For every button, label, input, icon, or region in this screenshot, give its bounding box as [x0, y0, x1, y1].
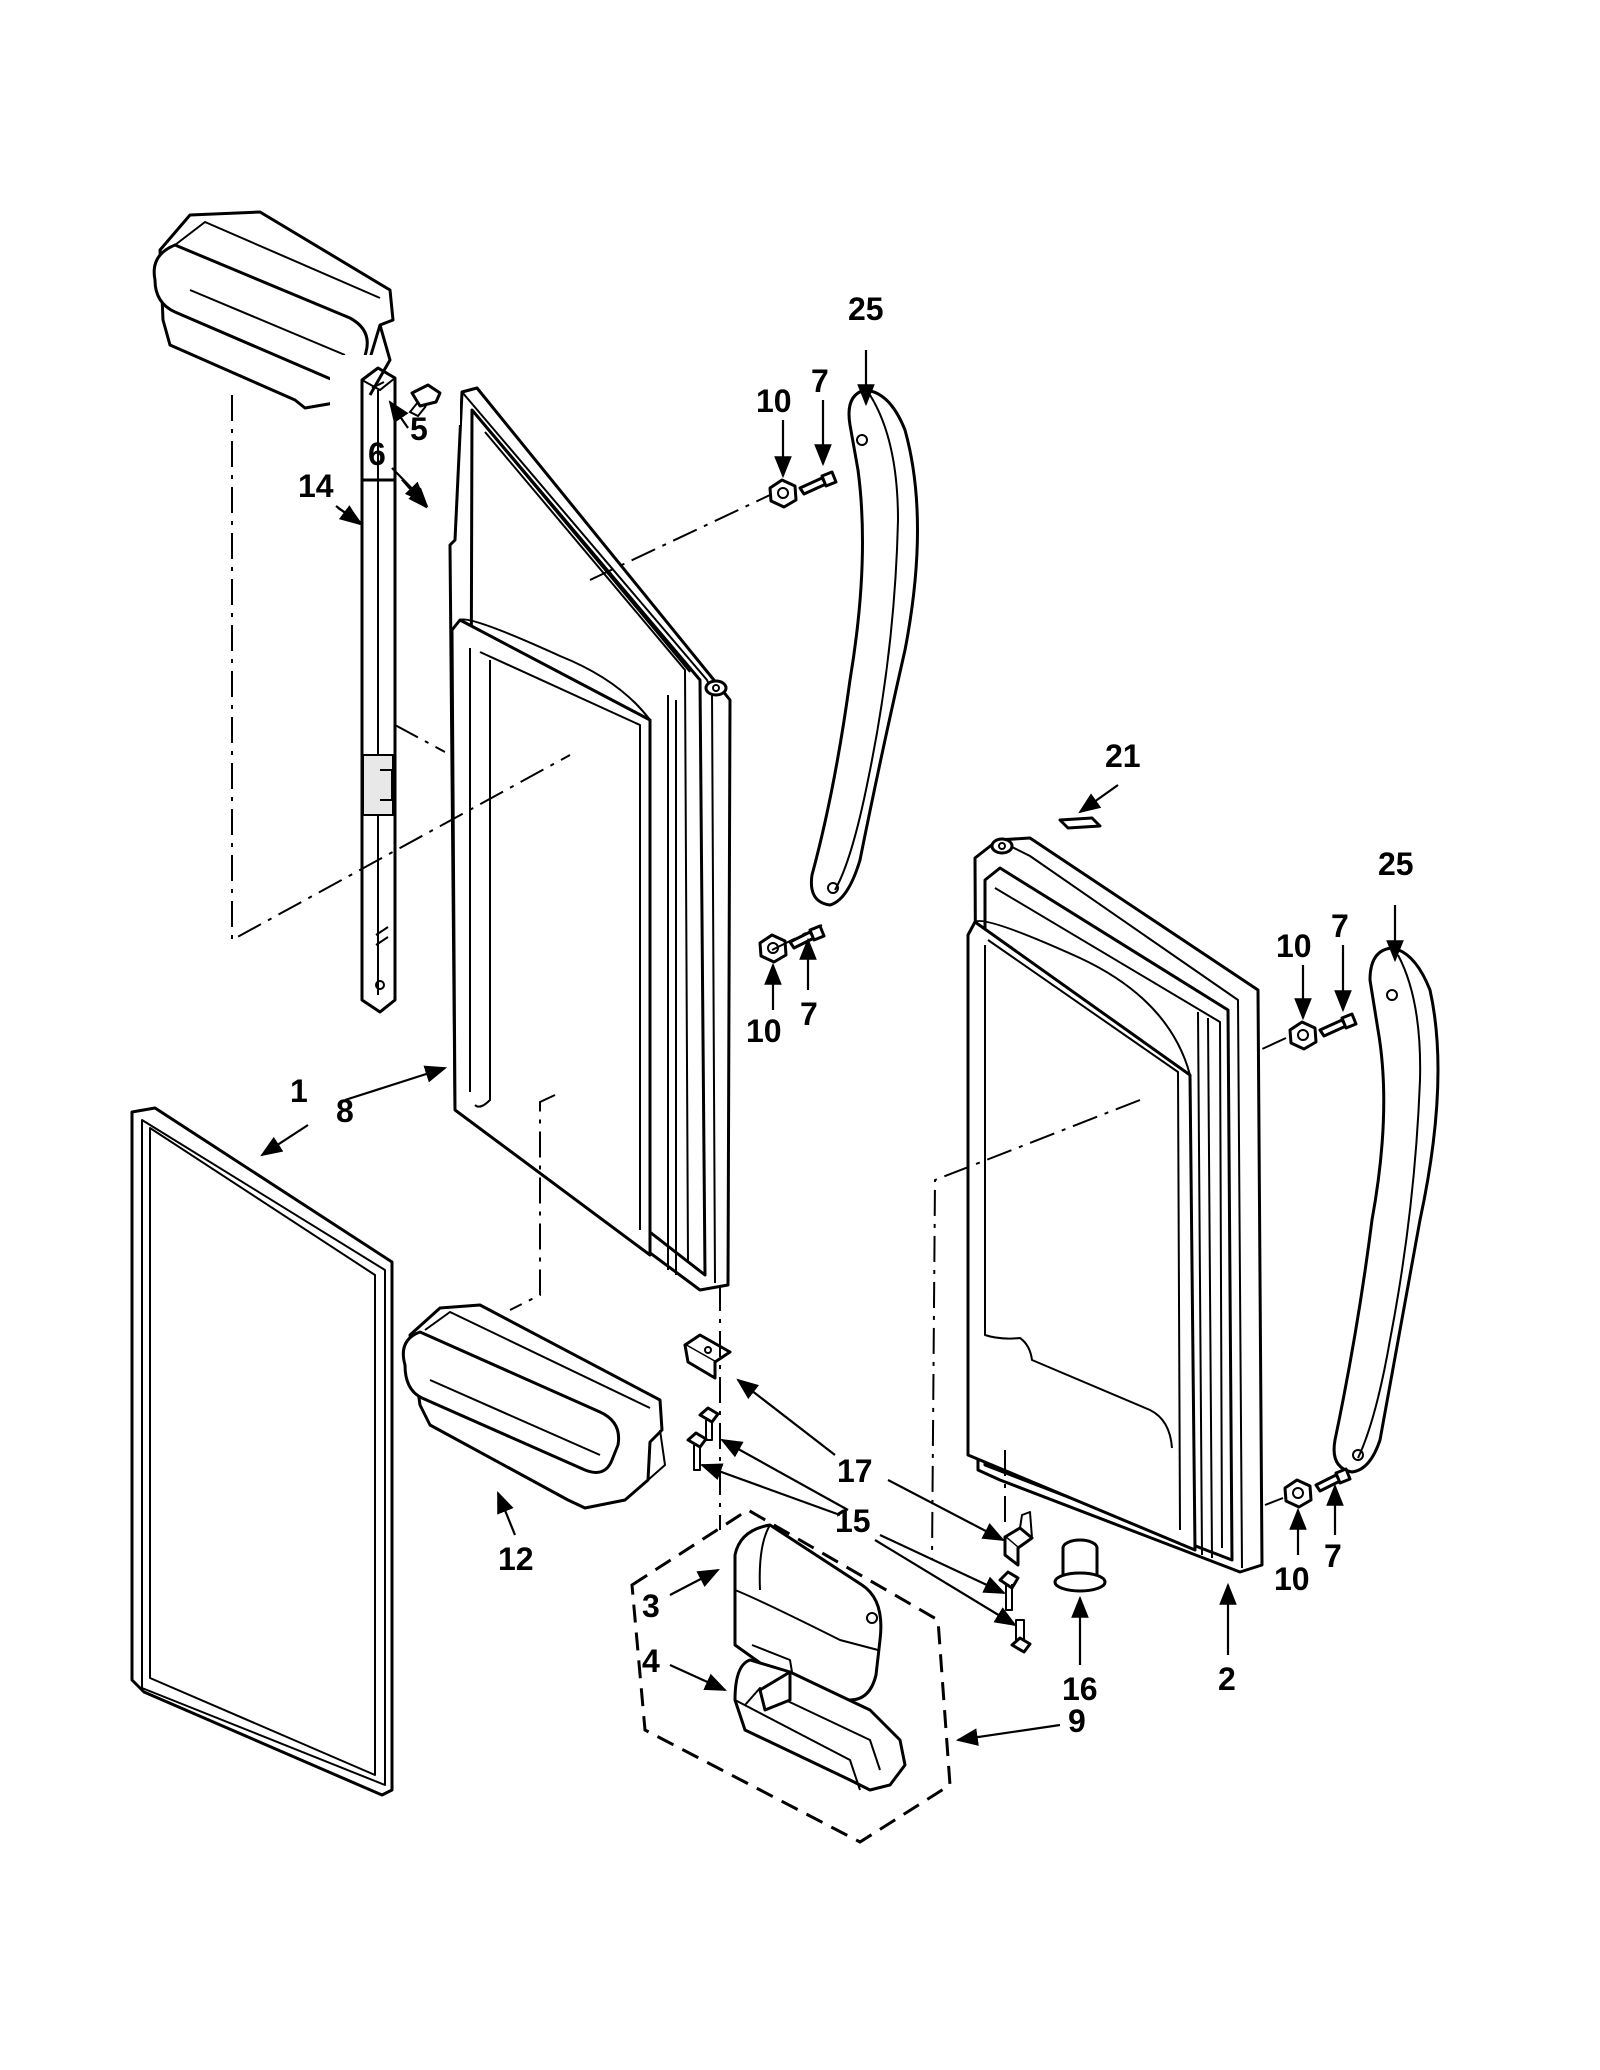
- callout-6: 6: [368, 436, 386, 472]
- arrow-for-4: [669, 1663, 728, 1692]
- callout-25b: 25: [1378, 846, 1414, 882]
- part-17-hinge-bracket-a: [683, 1333, 732, 1380]
- callout-8: 8: [336, 1093, 354, 1129]
- callout-14: 14: [298, 468, 334, 504]
- part-17-hinge-bracket-b: [1003, 1511, 1034, 1567]
- arrow-for-8: [260, 1124, 309, 1157]
- callout-12: 12: [498, 1541, 534, 1577]
- arrow-for-1: [344, 1065, 448, 1102]
- part-12-door-bin-lower: [401, 1303, 666, 1510]
- arrow-for-9: [955, 1723, 1061, 1746]
- callout-16: 16: [1062, 1671, 1098, 1707]
- arrow-for-17a: [736, 1378, 836, 1456]
- callout-7b: 7: [800, 996, 818, 1032]
- arrow-for-21: [1078, 784, 1119, 814]
- part-7-screw-d: [1314, 1467, 1352, 1493]
- arrow-for-12: [496, 1490, 517, 1536]
- arrow-for-6: [391, 467, 427, 504]
- assembly-lines: [231, 395, 1287, 1561]
- part-3-dairy-door: [733, 1523, 883, 1702]
- callout-15: 15: [835, 1503, 871, 1539]
- part-25-door-handle-left: [809, 388, 919, 907]
- part-10-nut-d: [1283, 1478, 1313, 1509]
- part-10-nut-c: [1288, 1020, 1318, 1051]
- part-15-screw-a: [698, 1406, 720, 1441]
- callout-4: 4: [642, 1643, 660, 1679]
- callout-21: 21: [1105, 738, 1141, 774]
- callout-10c: 10: [1276, 928, 1312, 964]
- callout-3: 3: [642, 1588, 660, 1624]
- callout-17: 17: [837, 1453, 873, 1489]
- arrow-for-14: [335, 505, 362, 526]
- arrow-for-17b: [887, 1479, 1005, 1542]
- arrow-for-15c: [879, 1534, 1006, 1594]
- callout-10a: 10: [756, 383, 792, 419]
- part-9-dairy-door-assembly: [630, 1508, 952, 1844]
- part-21-label: [1058, 816, 1102, 830]
- arrow-for-15b: [699, 1463, 841, 1517]
- part-2-door-right: [966, 836, 1264, 1574]
- part-1-door-left: [448, 386, 732, 1292]
- part-4-dairy-bin: [733, 1658, 907, 1792]
- part-15-screw-d: [1010, 1619, 1032, 1654]
- arrow-for-15a: [720, 1438, 849, 1511]
- callout-1: 1: [290, 1073, 308, 1109]
- arrow-for-15d: [874, 1539, 1017, 1627]
- callout-10b: 10: [746, 1013, 782, 1049]
- part-8-door-gasket: [130, 1106, 394, 1797]
- callout-10d: 10: [1274, 1561, 1310, 1597]
- part-14-door-trim: [360, 366, 397, 1014]
- callout-2: 2: [1218, 1661, 1236, 1697]
- callout-7a: 7: [811, 363, 829, 399]
- part-7-screw-a: [798, 470, 838, 496]
- part-15-screw-b: [686, 1431, 708, 1471]
- part-25-door-handle-right: [1332, 946, 1440, 1474]
- part-16-hinge-pin: [1053, 1538, 1107, 1593]
- callout-7c: 7: [1331, 908, 1349, 944]
- callout-5: 5: [410, 411, 428, 447]
- part-10-nut-a: [768, 478, 798, 509]
- arrow-for-3: [669, 1568, 720, 1596]
- callout-7d: 7: [1324, 1538, 1342, 1574]
- callout-9: 9: [1068, 1703, 1086, 1739]
- leader-5: [388, 400, 409, 429]
- part-7-screw-c: [1318, 1012, 1358, 1038]
- callout-25a: 25: [848, 291, 884, 327]
- leader-arrows: [388, 400, 409, 429]
